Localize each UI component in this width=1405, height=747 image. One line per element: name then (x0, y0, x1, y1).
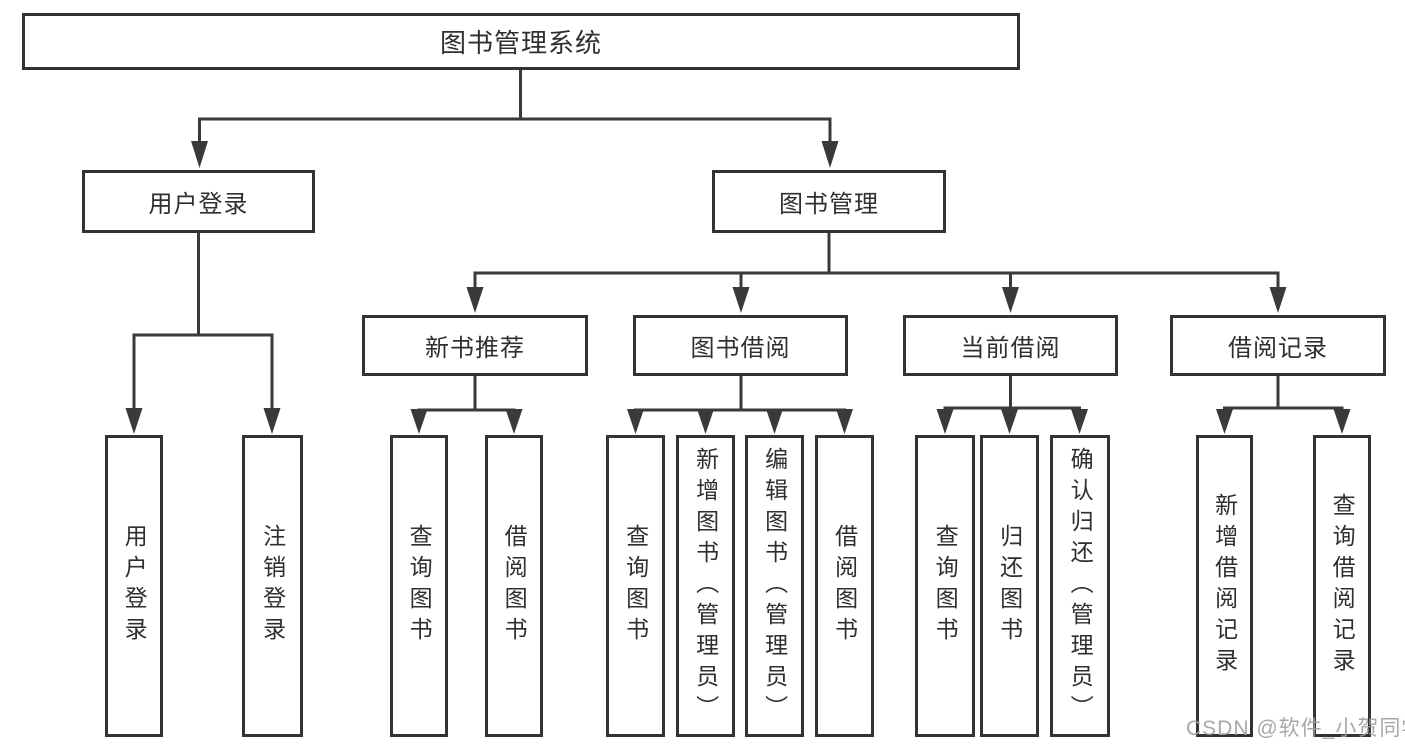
node-user-login-branch: 用户登录 (82, 170, 315, 233)
node-book-borrowing: 图书借阅 (633, 315, 848, 376)
leaf-borrow-borrow-books: 借阅图书 (815, 435, 874, 737)
leaf-recommend-query-books: 查询图书 (390, 435, 448, 737)
leaf-records-add-borrow-record: 新增借阅记录 (1196, 435, 1253, 737)
leaf-user-login: 用户登录 (105, 435, 163, 737)
connector-arrowheads (125, 141, 1351, 434)
leaf-recommend-borrow-books: 借阅图书 (485, 435, 543, 737)
leaf-borrow-add-books-admin: 新增图书（管理员） (676, 435, 735, 737)
leaf-borrow-edit-books-admin: 编辑图书（管理员） (745, 435, 804, 737)
node-book-management-branch: 图书管理 (712, 170, 946, 233)
leaf-logout: 注销登录 (242, 435, 303, 737)
leaf-records-query-borrow-record: 查询借阅记录 (1313, 435, 1371, 737)
node-current-borrowing: 当前借阅 (903, 315, 1118, 376)
leaf-current-confirm-return-admin: 确认归还（管理员） (1050, 435, 1110, 737)
node-borrowing-records: 借阅记录 (1170, 315, 1386, 376)
leaf-current-query-books: 查询图书 (915, 435, 975, 737)
node-library-management-system: 图书管理系统 (22, 13, 1020, 70)
node-new-book-recommendation: 新书推荐 (362, 315, 588, 376)
leaf-current-return-books: 归还图书 (980, 435, 1039, 737)
csdn-watermark: CSDN @软件_小贺同学 (1186, 717, 1405, 740)
leaf-borrow-query-books: 查询图书 (606, 435, 665, 737)
